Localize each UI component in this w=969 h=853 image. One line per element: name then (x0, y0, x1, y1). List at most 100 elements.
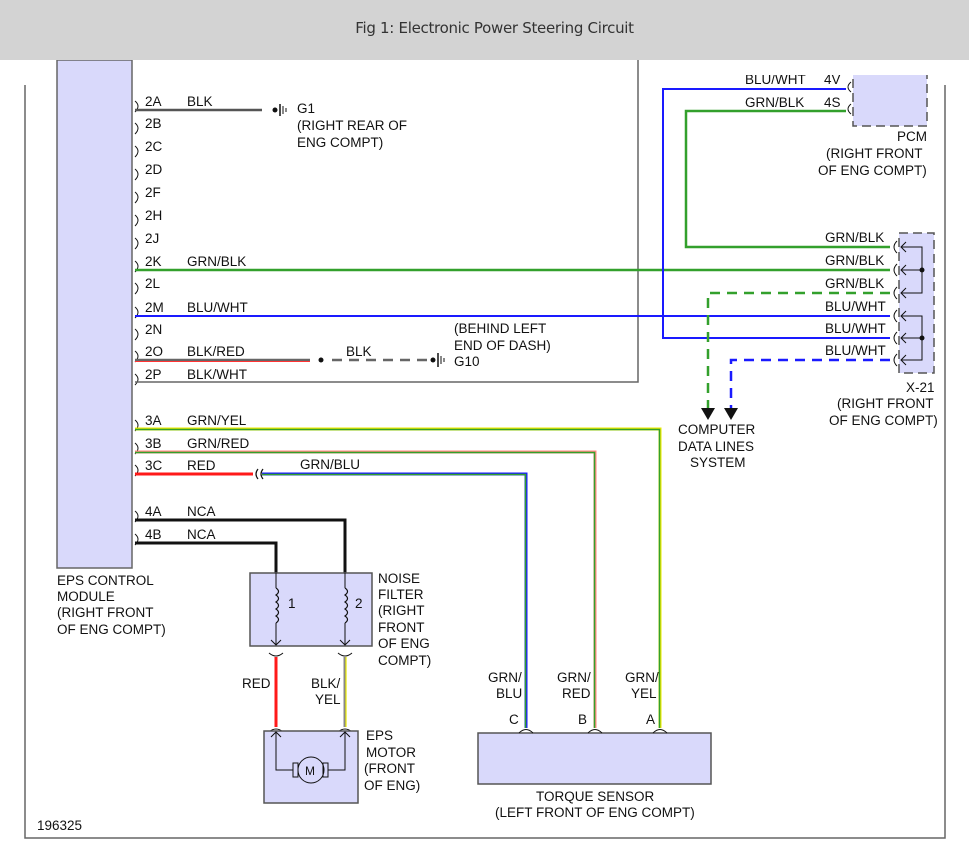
torque-sensor-label: TORQUE SENSOR (536, 789, 655, 804)
connector-icon (518, 729, 534, 734)
data-lines-label: COMPUTER (678, 422, 756, 437)
pin-wire-label: GRN/BLK (187, 254, 246, 269)
pcm-pin-4s: 4S (824, 95, 841, 110)
pin-label: 2K (145, 254, 162, 269)
torque-wire-c: GRN/ (488, 670, 522, 685)
wire-blk-yel-label: BLK/ (311, 676, 341, 691)
ground-g10-location: (BEHIND LEFT (454, 321, 546, 336)
x21-connector-icon (893, 353, 898, 367)
wire-data-blu-wht (729, 358, 890, 410)
pin-connector-icon (134, 145, 139, 158)
eps-module-label-line: (RIGHT FRONT (57, 605, 154, 620)
pin-label: 2P (145, 367, 162, 382)
pin-label: 2F (145, 185, 161, 200)
noise-filter-label-line: FILTER (378, 587, 424, 602)
torque-wire-b: RED (562, 686, 591, 701)
pcm-name: PCM (897, 129, 927, 144)
pin-wire-label: BLK (187, 94, 213, 109)
pin-connector-icon (134, 328, 139, 341)
pin-wire-label: BLK/WHT (187, 367, 247, 382)
splice-dot (919, 335, 925, 341)
pin-label: 3C (145, 458, 163, 473)
ground-g1-name: G1 (297, 101, 315, 116)
torque-pin-a: A (646, 712, 655, 727)
pin-label: 3A (145, 413, 162, 428)
noise-filter-label-line: OF ENG (378, 636, 430, 651)
motor-icon: M (270, 731, 351, 784)
pin-label: 2J (145, 231, 159, 246)
pin-label: 4A (145, 504, 162, 519)
pin-label: 3B (145, 436, 162, 451)
eps-module-label-line: MODULE (57, 589, 115, 604)
torque-pin-b: B (578, 712, 587, 727)
eps-module-label-line: OF ENG COMPT) (57, 622, 166, 637)
x21-connector-icon (893, 286, 898, 300)
harness-frame (135, 60, 639, 383)
pcm-wire-4v: BLU/WHT (745, 72, 806, 87)
x21-connector-icon (893, 263, 898, 277)
connector-icon (652, 729, 668, 734)
pin-wire-label: BLU/WHT (187, 300, 248, 315)
eps-motor-label: EPS MOTOR (FRONT OF ENG) (364, 728, 420, 793)
pin-wire-label: GRN/YEL (187, 413, 247, 428)
wire-blk-yel-label: YEL (315, 692, 341, 707)
figure-title: Fig 1: Electronic Power Steering Circuit (355, 19, 634, 37)
x21-wire-label: GRN/BLK (825, 276, 884, 291)
x21-connector-icon (893, 331, 898, 345)
x21-location: OF ENG COMPT) (829, 413, 938, 428)
pcm-location: (RIGHT FRONT (826, 146, 923, 161)
pin-wire-label: GRN/RED (187, 436, 250, 451)
eps-motor-label-line: OF ENG) (364, 778, 420, 793)
pin-label: 2N (145, 322, 162, 337)
splice-dot (318, 357, 324, 363)
noise-filter-box (249, 572, 373, 647)
wire-grn-blu-label: GRN/BLU (300, 457, 360, 472)
wire-grn-blu-stripe (262, 473, 527, 728)
motor-symbol: M (305, 764, 315, 778)
wire-3a-stripe (135, 428, 661, 728)
noise-filter-label-line: COMPT) (378, 653, 431, 668)
pin-connector-icon (134, 237, 139, 250)
x21-name: X-21 (906, 380, 935, 395)
pin-connector-icon (134, 122, 139, 135)
wire-pcm-4s-grn-blk (684, 109, 890, 249)
pin-connector-icon (134, 282, 139, 295)
splice-dot (919, 267, 925, 273)
connector-icon (337, 652, 353, 657)
noise-filter-label-line: FRONT (378, 620, 425, 635)
connector-icon (587, 729, 603, 734)
eps-motor-label-line: (FRONT (364, 761, 415, 776)
arrow-down-icon (724, 408, 738, 420)
coil-2-label: 2 (355, 596, 363, 611)
wire-g10-label: BLK (346, 344, 372, 359)
wire-red-label: RED (242, 676, 271, 691)
eps-motor-box (263, 730, 359, 804)
x21-wire-label: BLU/WHT (825, 299, 886, 314)
x21-pins: GRN/BLKGRN/BLKGRN/BLKBLU/WHTBLU/WHTBLU/W… (825, 230, 925, 367)
x21-box (898, 232, 935, 374)
pin-label: 2L (145, 276, 161, 291)
eps-module-label: EPS CONTROL MODULE (RIGHT FRONT OF ENG C… (57, 573, 166, 637)
pcm-wire-4s: GRN/BLK (745, 95, 804, 110)
pin-connector-icon (134, 191, 139, 204)
connector-icon (847, 81, 852, 93)
coil-1-icon (270, 573, 282, 646)
wire-4a-nca (135, 518, 347, 573)
torque-sensor-box (477, 732, 712, 785)
ground-g1-icon (272, 104, 287, 116)
data-lines-label: DATA LINES (678, 439, 754, 454)
torque-wire-a: GRN/ (625, 670, 659, 685)
x21-wire-label: BLU/WHT (825, 343, 886, 358)
x21-connector-icon (893, 240, 898, 254)
eps-control-module-box (56, 60, 133, 569)
pin-connector-icon (134, 214, 139, 227)
noise-filter-label: NOISE FILTER (RIGHT FRONT OF ENG COMPT) (378, 571, 431, 668)
x21-connector-icon (893, 309, 898, 323)
inline-connector-icon (255, 468, 264, 480)
wire-4b-nca (135, 541, 278, 573)
eps-module-label-line: EPS CONTROL (57, 573, 154, 588)
torque-wire-b: GRN/ (557, 670, 591, 685)
clip-mask (640, 60, 940, 75)
